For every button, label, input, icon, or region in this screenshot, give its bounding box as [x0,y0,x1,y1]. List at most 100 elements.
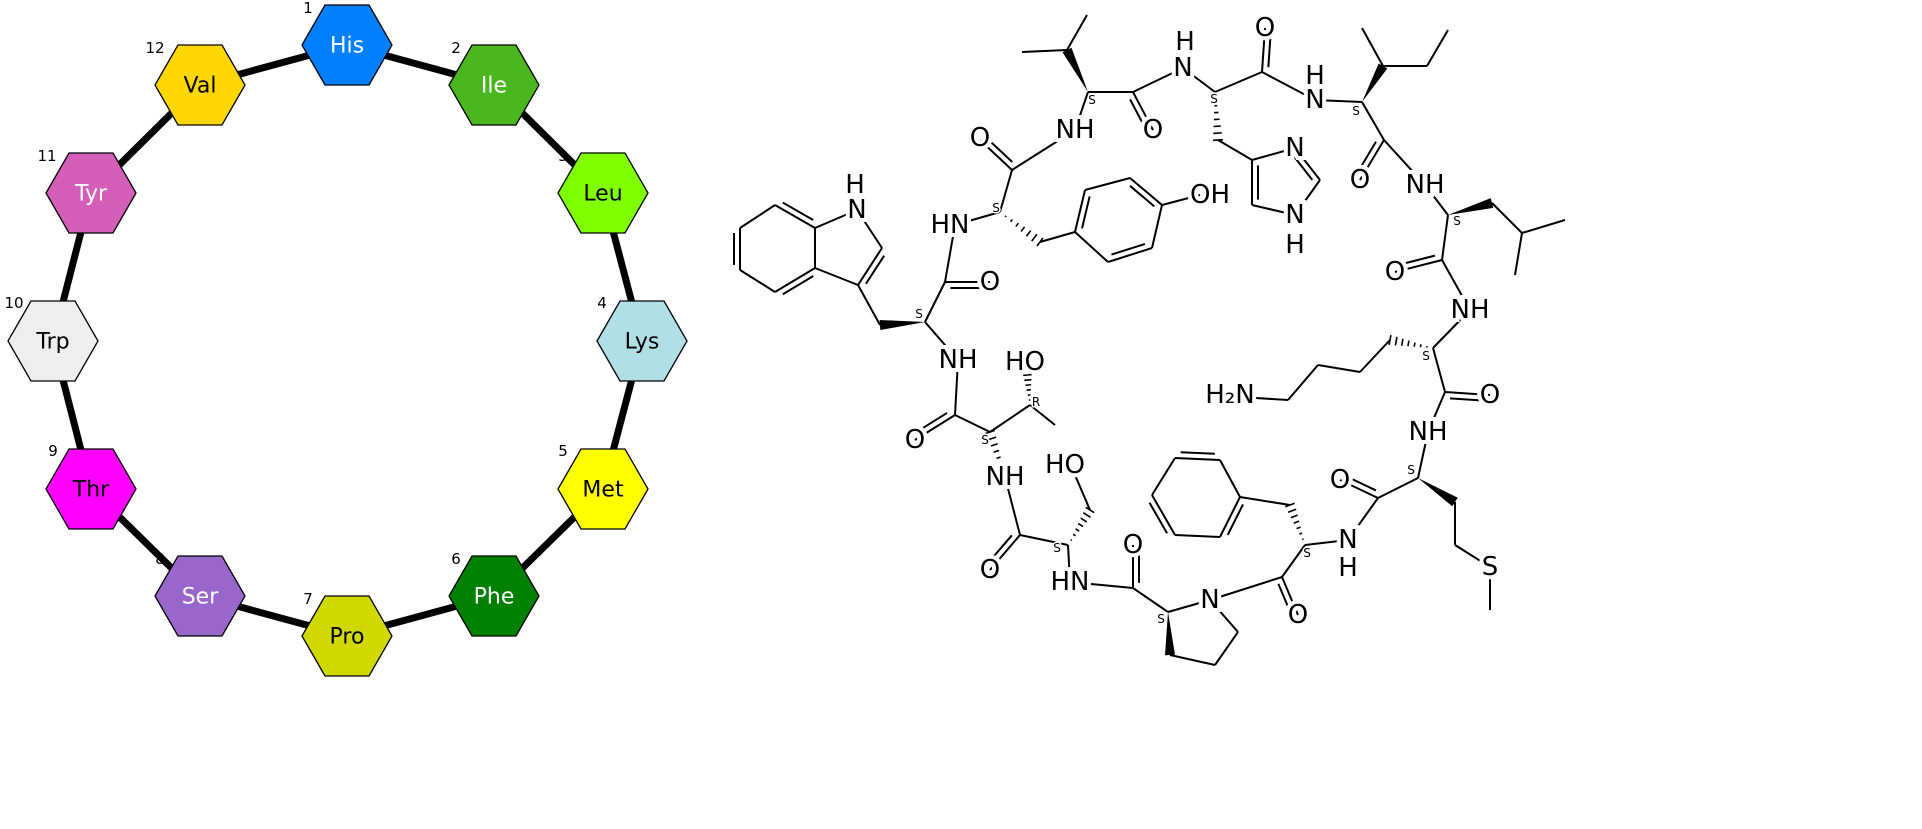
double-bond [1174,457,1221,461]
residue-hexagon [557,448,649,530]
double-bond [774,204,816,229]
atom-label: O [1480,380,1500,410]
atom-label: N [847,195,866,225]
stereo-descriptor: S [915,307,923,321]
single-bond [1294,179,1321,216]
double-bond [1281,576,1299,616]
single-bond [1426,29,1449,67]
residue-index: 11 [37,147,56,165]
double-bond [1339,479,1379,499]
hashed-bond [1388,334,1428,348]
single-bond [1304,539,1349,546]
residue-label: Ile [481,74,507,99]
residue-label: Tyr [74,182,108,207]
stereo-descriptor: S [992,201,1000,215]
single-bond [1084,177,1131,191]
stereo-descriptor: S [1210,92,1218,106]
atom-label: O [1123,530,1143,560]
single-bond [1074,231,1109,263]
atom-label: O [1385,257,1405,287]
hashed-bond [1021,368,1033,401]
atom-label: NH [1056,115,1095,145]
stereo-descriptor: S [1303,546,1311,560]
residue-hexagon [301,595,393,677]
residue-label: Pro [330,625,365,650]
single-bond [1214,631,1239,666]
wedge-bond [1165,612,1175,656]
residue-index: 9 [48,442,58,460]
atom-label: N [1285,200,1304,230]
residue-index: 7 [303,590,313,608]
single-bond [814,267,859,286]
single-bond [1417,431,1429,479]
single-bond [1239,396,1289,401]
residue-hexagon [448,555,540,637]
residue-label: Met [582,478,624,503]
residue-hexagon [45,152,137,234]
single-bond [1361,27,1384,67]
hashed-bond [1285,502,1304,541]
single-bond [1132,67,1184,93]
atom-label: H [1175,27,1195,57]
double-bond [1292,154,1314,181]
single-bond [739,204,776,229]
single-bond [1069,581,1134,589]
double-bond [914,414,956,441]
double-bond [1449,397,1485,402]
double-bond [1129,185,1155,208]
stereo-descriptor: S [981,433,989,447]
single-bond [1377,477,1419,499]
atom-label: O [980,555,1000,585]
residue-index: 2 [451,39,461,57]
atom-label: O [905,425,925,455]
atom-label: N [1285,133,1304,163]
single-bond [999,169,1013,213]
double-bond [1148,502,1168,534]
atom-label: H [845,170,865,200]
double-bond [865,255,885,285]
single-bond [1432,347,1446,393]
hashed-bond [1070,506,1095,542]
single-bond [739,269,776,293]
stereo-descriptor: S [1422,349,1430,363]
single-bond [1361,101,1385,141]
single-bond [1019,534,1069,546]
atom-label: OH [1190,180,1230,210]
single-bond [1383,139,1426,186]
atom-label: HO [1045,450,1085,480]
single-bond [1314,99,1363,103]
residue-label: Leu [583,182,622,207]
single-bond [1347,497,1379,541]
atom-label: O [980,267,1000,297]
wedge-bond [1362,63,1388,102]
residue-label: His [330,34,364,59]
double-bond [1394,259,1443,273]
residue-hexagon [45,448,137,530]
residue-hexagon [448,44,540,126]
residue-index: 12 [145,39,164,57]
atom-label: N [1200,585,1219,615]
single-bond [1261,71,1316,101]
double-bond [782,275,814,296]
atom-label: S [1482,552,1499,582]
atom-label: NH [986,462,1025,492]
single-bond [856,209,883,249]
double-bond [1277,583,1292,614]
residue-index: 5 [558,442,568,460]
hashed-bond [1004,215,1044,247]
single-bond [1011,129,1076,171]
residue-hexagon [7,300,99,382]
double-bond [988,534,1013,563]
atom-label: O [1288,600,1308,630]
single-bond [1151,457,1176,496]
single-bond [1521,219,1566,234]
residue-index: 4 [597,294,607,312]
double-bond [989,534,1021,571]
residue-label: Val [184,74,217,99]
residue-label: Trp [35,330,69,355]
